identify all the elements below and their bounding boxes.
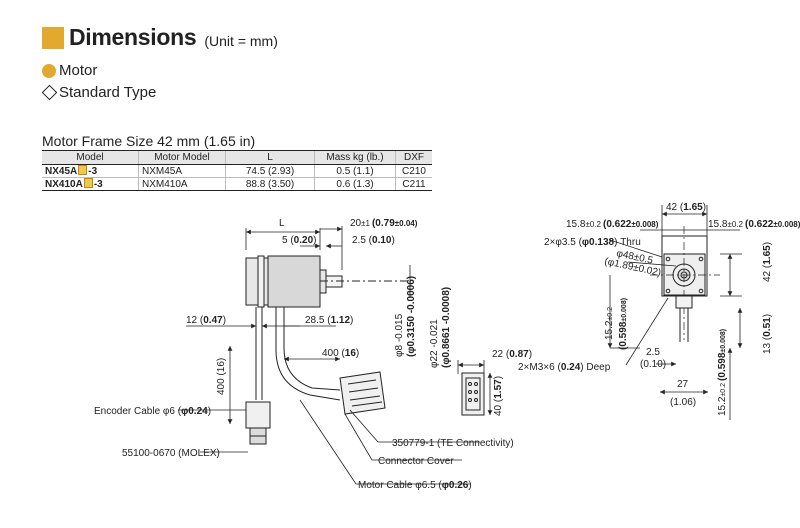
dim-pilot-diameter: φ22 ‑0.021 (429, 319, 440, 368)
dim-shaft-diameter: φ8 ‑0.015 (394, 313, 405, 357)
unit-label: (Unit = mm) (204, 32, 278, 49)
dim-42-right: 42 (1.65) (762, 242, 773, 282)
dim-40: 40 (1.57) (493, 376, 504, 416)
dim-27-inch: (1.06) (670, 397, 696, 408)
motor-front-view (650, 226, 720, 342)
col-dxf: DXF (395, 150, 432, 165)
cell-motor-model: NXM410A (138, 177, 226, 191)
dim-22: 22 (0.87) (492, 349, 532, 360)
frame-size-title: Motor Frame Size 42 mm (1.65 in) (42, 133, 256, 149)
dim-15-2-right: 15.2±0.2(0.598±0.008) (717, 329, 728, 416)
table-row: NX45A-3 NXM45A 74.5 (2.93) 0.5 (1.1) C21… (42, 164, 432, 178)
dim-2-5-front-inch: (0.10) (640, 359, 666, 370)
dim-2-5-front: 2.5 (646, 347, 660, 358)
dim-shaft-diameter-inch: (φ0.3150 ‑0.0006) (406, 276, 417, 357)
model-placeholder-box-icon (78, 165, 88, 175)
dim-L: L (279, 218, 285, 229)
section-standard-type-label: Standard Type (59, 84, 157, 101)
encoder-connector (245, 401, 271, 445)
cell-model: NX45A-3 (42, 164, 139, 178)
motor-connector (339, 371, 386, 415)
dim-13: 13 (0.51) (762, 314, 773, 354)
encoder-cable-label: Encoder Cable φ6 (φ0.24) (94, 406, 211, 417)
table-row: NX410A-3 NXM410A 88.8 (3.50) 0.6 (1.3) C… (42, 177, 432, 191)
cell-dxf[interactable]: C210 (395, 164, 432, 178)
motor-cable-label: Motor Cable φ6.5 (φ0.26) (358, 480, 472, 491)
dim-thru-holes: 2×φ3.5 (φ0.138) Thru (544, 237, 641, 248)
dim-15-8-right: 15.8±0.2(0.622±0.008) (708, 219, 800, 230)
dim-15-8-left: 15.8±0.2(0.622±0.008) (566, 219, 659, 230)
model-placeholder-box-icon (83, 178, 93, 188)
dim-pilot-diameter-inch: (φ0.8661 ‑0.0008) (441, 287, 452, 368)
dim-5: 5 (0.20) (282, 235, 316, 246)
dim-15-2-left-inch: (0.598±0.008) (618, 298, 629, 350)
molex-connector-label: 55100-0670 (MOLEX) (122, 448, 220, 459)
cell-mass: 0.6 (1.3) (314, 177, 396, 191)
dim-42-top: 42 (1.65) (666, 202, 706, 213)
table-header-row: Model Motor Model L Mass kg (lb.) DXF (42, 150, 432, 165)
dim-27: 27 (677, 379, 689, 390)
cell-dxf[interactable]: C211 (395, 177, 432, 191)
section-motor-label: Motor (59, 62, 98, 79)
dimensions-heading: Dimensions (Unit = mm) (42, 24, 278, 51)
col-L: L (225, 150, 315, 165)
te-connector-label: 350779-1 (TE Connectivity) (392, 438, 514, 449)
connector-front-view (461, 372, 485, 416)
col-model: Model (42, 150, 139, 165)
dim-2-5: 2.5 (0.10) (352, 235, 395, 246)
col-mass: Mass kg (lb.) (314, 150, 396, 165)
dim-15-2-left: 15.2±0.2 (604, 307, 615, 340)
dim-28-5: 28.5 (1.12) (305, 315, 353, 326)
connector-cover-label: Connector Cover (378, 456, 454, 467)
cell-L: 88.8 (3.50) (225, 177, 315, 191)
dim-m3-tapped: 2×M3×6 (0.24) Deep (518, 362, 611, 373)
cell-L: 74.5 (2.93) (225, 164, 315, 178)
motor-side-view (245, 255, 410, 401)
cell-motor-model: NXM45A (138, 164, 226, 178)
cell-model: NX410A-3 (42, 177, 139, 191)
section-motor: Motor (42, 62, 97, 79)
dim-20: 20±1(0.79±0.04) (350, 218, 418, 229)
section-standard-type: Standard Type (41, 84, 157, 101)
bullet-dot-icon (42, 63, 56, 78)
dim-12: 12 (0.47) (186, 315, 226, 326)
page-title: Dimensions (69, 24, 197, 50)
dim-400-horizontal: 400 (16) (322, 348, 359, 359)
spec-table: Model Motor Model L Mass kg (lb.) DXF NX… (42, 150, 432, 191)
dim-400-vertical: 400 (16) (216, 358, 227, 395)
cell-mass: 0.5 (1.1) (314, 164, 396, 178)
heading-square-icon (42, 26, 64, 49)
col-motor-model: Motor Model (138, 150, 226, 165)
